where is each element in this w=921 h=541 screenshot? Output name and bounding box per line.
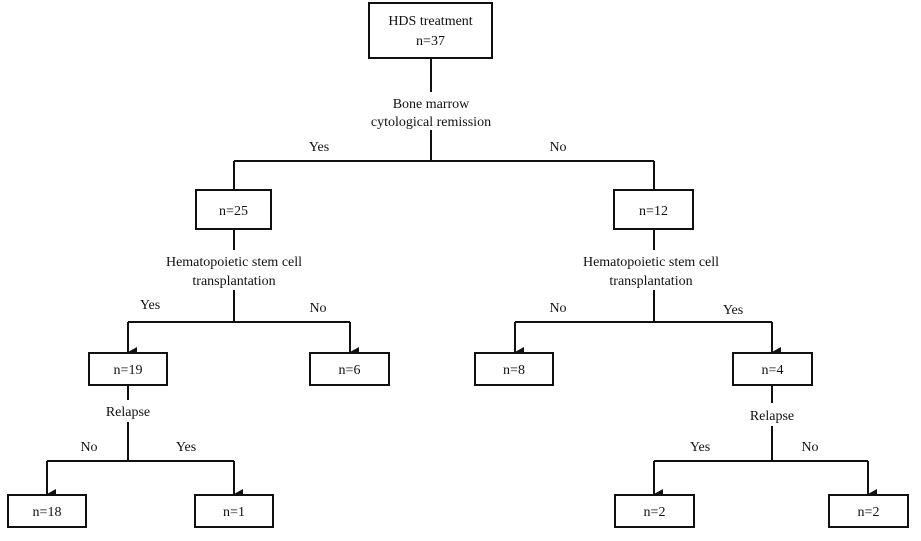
node-left-no-transplant-count: n=6	[339, 363, 361, 378]
leaf-left-no-relapse-count: n=18	[33, 505, 62, 520]
hsct-left-no-label: No	[309, 301, 326, 316]
connectors	[46, 58, 877, 499]
leaf-left-relapse: n=1	[194, 494, 274, 528]
root-count: n=37	[416, 34, 445, 49]
node-right-no-transplant-count: n=8	[503, 363, 525, 378]
leaf-left-relapse-count: n=1	[223, 505, 245, 520]
node-left-no-transplant: n=6	[309, 352, 390, 386]
hsct-right-question-line1: Hematopoietic stem cell	[583, 255, 719, 270]
node-right-no-transplant: n=8	[474, 352, 554, 386]
hsct-right-question-line2: transplantation	[609, 274, 692, 289]
relapse-left-no-label: No	[80, 440, 97, 455]
remission-question-line1: Bone marrow	[393, 97, 470, 112]
root-node: HDS treatment n=37	[368, 2, 493, 59]
node-remission-no-count: n=12	[639, 204, 668, 219]
relapse-left-yes-label: Yes	[176, 440, 196, 455]
relapse-right-label: Relapse	[750, 409, 794, 424]
remission-yes-label: Yes	[309, 140, 329, 155]
relapse-right-yes-label: Yes	[690, 440, 710, 455]
node-left-transplant: n=19	[88, 352, 168, 386]
leaf-left-no-relapse: n=18	[7, 494, 87, 528]
node-left-transplant-count: n=19	[114, 363, 143, 378]
leaf-right-no-relapse-count: n=2	[858, 505, 880, 520]
node-right-transplant: n=4	[732, 352, 813, 386]
leaf-right-relapse: n=2	[614, 494, 695, 528]
remission-question-line2: cytological remission	[371, 115, 491, 130]
hsct-right-no-label: No	[549, 301, 566, 316]
hsct-right-yes-label: Yes	[723, 303, 743, 318]
leaf-right-relapse-count: n=2	[644, 505, 666, 520]
node-remission-yes: n=25	[195, 189, 272, 230]
hsct-left-yes-label: Yes	[140, 298, 160, 313]
node-remission-no: n=12	[613, 189, 694, 230]
remission-no-label: No	[549, 140, 566, 155]
hsct-left-question-line2: transplantation	[192, 274, 275, 289]
root-title: HDS treatment	[388, 14, 472, 29]
node-remission-yes-count: n=25	[219, 204, 248, 219]
relapse-left-label: Relapse	[106, 405, 150, 420]
hsct-left-question-line1: Hematopoietic stem cell	[166, 255, 302, 270]
node-right-transplant-count: n=4	[762, 363, 784, 378]
relapse-right-no-label: No	[801, 440, 818, 455]
leaf-right-no-relapse: n=2	[828, 494, 909, 528]
